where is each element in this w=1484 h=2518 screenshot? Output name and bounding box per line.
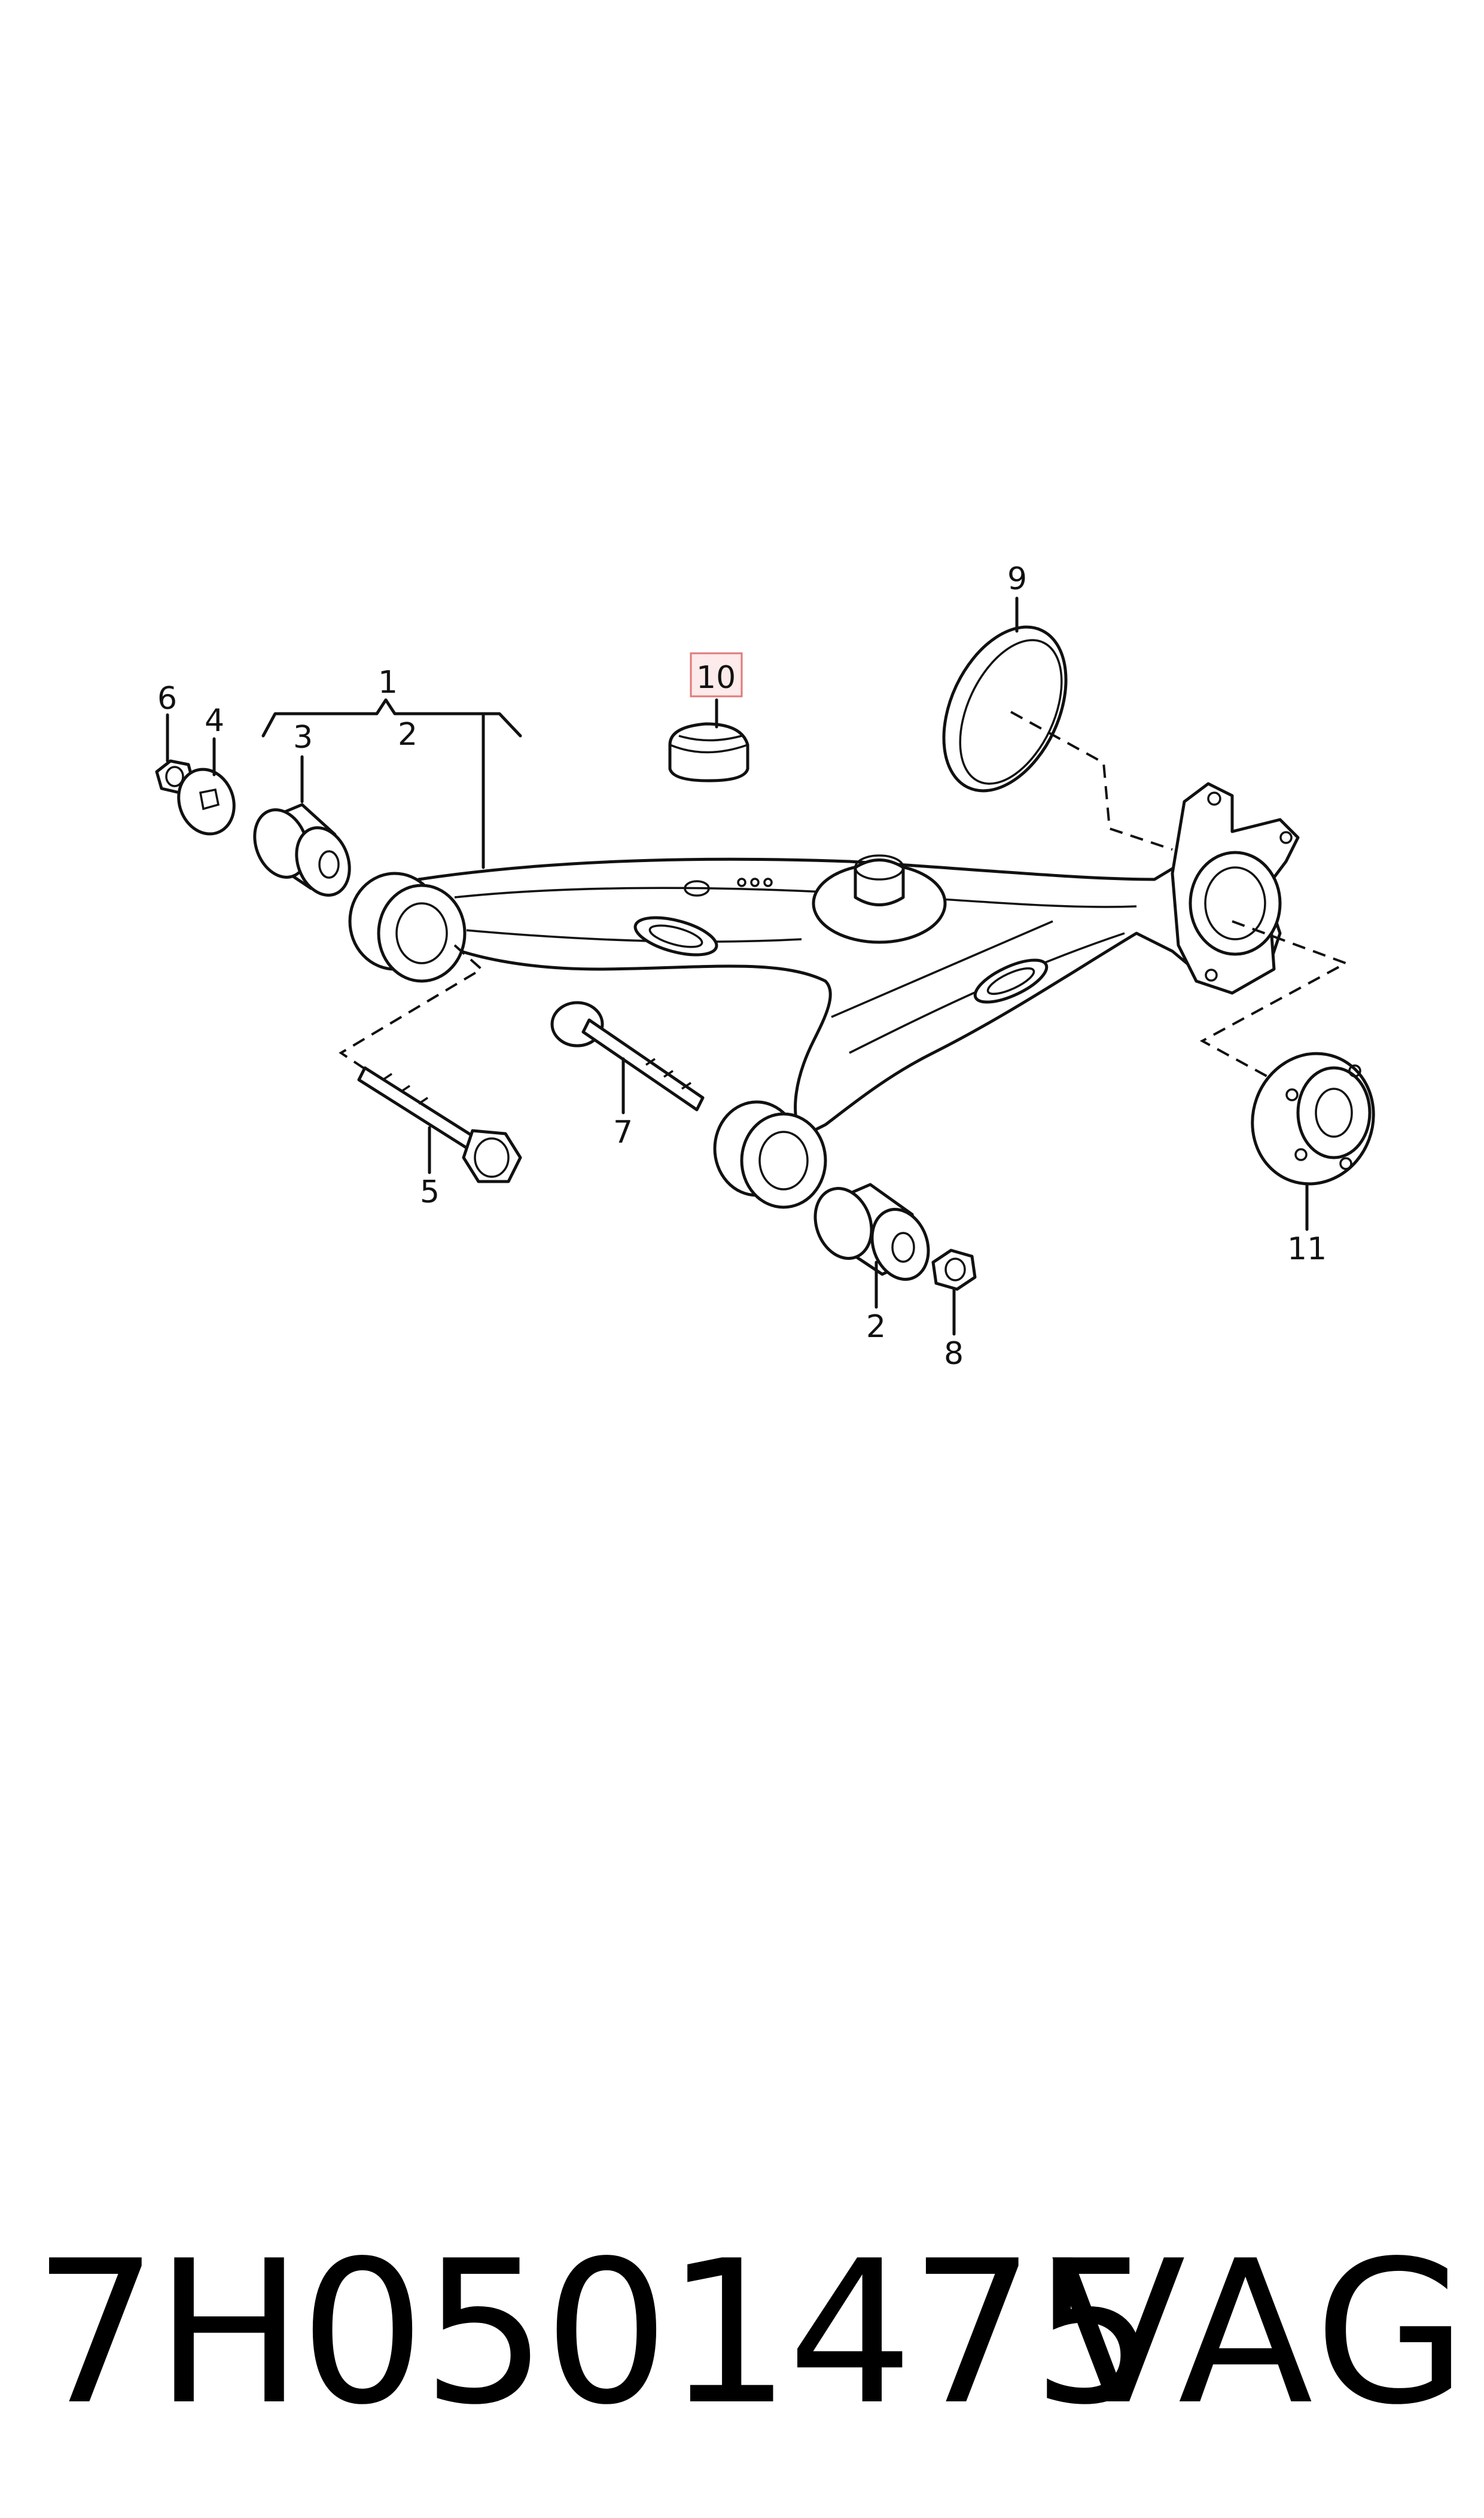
callout-9: 9 [1007,561,1027,597]
bushing-2-rear [813,1183,930,1281]
bolt-5 [357,1066,522,1183]
callout-5: 5 [420,1174,440,1210]
front-bush-eye [348,872,467,983]
callout-1: 1 [378,665,398,701]
highlight-box-10 [690,652,743,698]
callout-4: 4 [205,703,224,739]
suspension-exploded-diagram: 1 2 3 4 5 6 7 2 8 9 10 11 [155,561,1375,1372]
front-bolt-leader [339,944,484,1072]
callout-3: 3 [293,720,313,756]
bearing-housing [1171,782,1300,995]
callout-6: 6 [157,681,177,717]
callout-2-top: 2 [398,717,418,753]
bolt-7 [550,1001,705,1112]
callout-7: 7 [613,1115,633,1150]
callout-11: 11 [1287,1231,1327,1267]
brand-label: VAG [1050,2218,1472,2448]
callout-8: 8 [944,1336,964,1372]
wheel-hub-11 [1199,920,1375,1186]
plug-10 [668,722,749,783]
part-number: 7H0501475 [33,2218,1157,2448]
callout-leaders [166,596,1309,1336]
callout-10: 10 [696,660,736,696]
rear-bush-eye [713,1100,827,1209]
nut-8 [931,1249,977,1291]
footer: 7H0501475 VAG [0,2213,1484,2453]
washer-4 [177,768,236,836]
callout-2-bottom: 2 [866,1309,886,1345]
seal-ring-9 [942,625,1173,851]
control-arm [417,836,1282,1138]
bushing-3 [253,803,351,897]
